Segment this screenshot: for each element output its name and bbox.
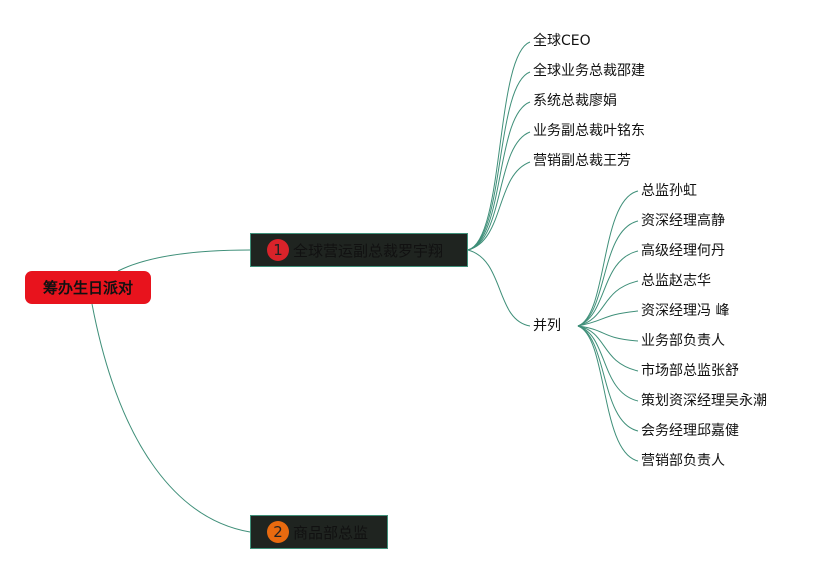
group-child-node[interactable]: 会务经理邱嘉健 (641, 423, 739, 439)
group-child-node[interactable]: 资深经理高静 (641, 213, 725, 229)
group-child-node[interactable]: 营销部负责人 (641, 453, 725, 469)
connector-group-child-4 (577, 280, 639, 327)
connector-branch1-leaf-2 (467, 71, 531, 251)
connector-group-child-5 (577, 310, 639, 327)
group-child-node[interactable]: 业务部负责人 (641, 333, 725, 349)
group-child-node[interactable]: 高级经理何丹 (641, 243, 725, 259)
number-marker-icon: 1 (267, 239, 289, 261)
branch-node-label: 全球营运副总裁罗宇翔 (293, 241, 444, 260)
leaf-node[interactable]: 业务副总裁叶铭东 (533, 123, 645, 139)
root-node-label: 筹办生日派对 (42, 279, 133, 297)
group-child-node[interactable]: 资深经理冯 峰 (641, 303, 730, 319)
connector-branch1-leaf-1 (467, 41, 531, 251)
connector-root-branch-1 (117, 249, 251, 272)
root-node[interactable]: 筹办生日派对 (25, 271, 151, 304)
group-child-node[interactable]: 总监孙虹 (641, 183, 697, 199)
connector-group-child-2 (577, 220, 639, 327)
leaf-node[interactable]: 营销副总裁王芳 (533, 153, 631, 169)
group-node[interactable]: 并列 (533, 318, 561, 334)
connector-branch1-leaf-4 (467, 131, 531, 251)
connector-branch1-leaf-3 (467, 101, 531, 251)
connector-branch1-leaf-5 (467, 161, 531, 251)
leaf-node[interactable]: 全球业务总裁邵建 (533, 63, 645, 79)
connector-group-child-7 (577, 325, 639, 372)
connector-group-child-1 (577, 190, 639, 327)
branch-node-label: 商品部总监 (293, 523, 369, 542)
connector-group-child-10 (577, 325, 639, 462)
connector-group-child-3 (577, 250, 639, 327)
branch-node-1[interactable]: 1 全球营运副总裁罗宇翔 (250, 233, 468, 267)
connector-branch1-group (467, 249, 531, 327)
number-marker-icon: 2 (267, 521, 289, 543)
group-child-node[interactable]: 策划资深经理吴永潮 (641, 393, 767, 409)
connector-group-child-6 (577, 325, 639, 342)
leaf-node[interactable]: 系统总裁廖娟 (533, 93, 617, 109)
connector-root-branch-2 (91, 303, 251, 533)
connector-group-child-8 (577, 325, 639, 402)
group-child-node[interactable]: 市场部总监张舒 (641, 363, 739, 379)
branch-node-2[interactable]: 2 商品部总监 (250, 515, 388, 549)
group-child-node[interactable]: 总监赵志华 (641, 273, 711, 289)
leaf-node[interactable]: 全球CEO (533, 33, 591, 49)
connector-group-child-9 (577, 325, 639, 432)
